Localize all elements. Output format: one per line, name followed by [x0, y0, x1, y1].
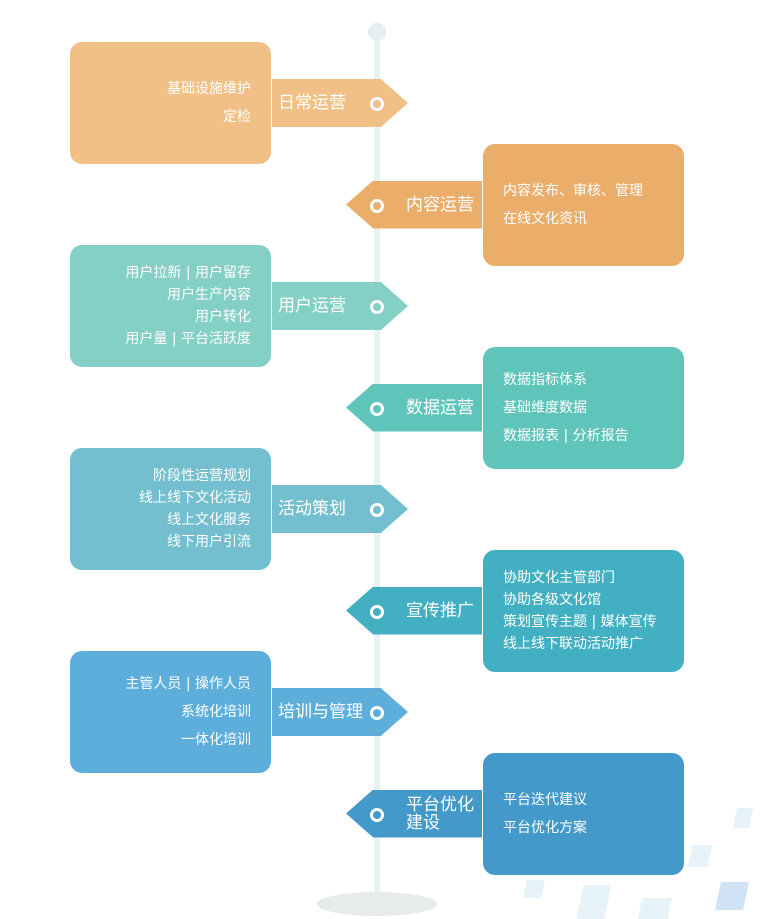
- category-title: 数据运营: [406, 397, 474, 418]
- category-tag: 宣传推广: [346, 586, 482, 635]
- detail-line: 用户转化: [195, 309, 251, 325]
- detail-line: 阶段性运营规划: [153, 468, 251, 484]
- timeline-node-icon: [370, 503, 384, 517]
- timeline-node-icon: [370, 807, 384, 822]
- decoration: [715, 882, 749, 910]
- detail-line: 线上文化服务: [167, 512, 251, 528]
- decoration: [732, 808, 754, 828]
- detail-line: 基础设施维护: [167, 81, 251, 97]
- detail-box: 主管人员 | 操作人员系统化培训一体化培训: [70, 651, 271, 773]
- category-tag: 平台优化建设: [346, 789, 482, 838]
- category-title: 宣传推广: [406, 600, 474, 621]
- timeline-node-icon: [370, 604, 384, 619]
- detail-box: 平台迭代建议平台优化方案: [483, 752, 684, 875]
- category-title-line: 建设: [406, 812, 440, 833]
- category-tag: 活动策划: [272, 485, 408, 533]
- detail-line: 用户生产内容: [167, 287, 251, 303]
- timeline-node-icon: [370, 198, 384, 213]
- detail-line: 系统化培训: [181, 704, 251, 720]
- category-title: 平台优化建设: [406, 796, 474, 832]
- category-tag: 内容运营: [346, 180, 482, 229]
- detail-box: 用户拉新 | 用户留存用户生产内容用户转化用户量 | 平台活跃度: [70, 245, 271, 367]
- category-title: 培训与管理: [278, 702, 363, 722]
- timeline-node-icon: [370, 706, 384, 720]
- detail-box: 协助文化主管部门协助各级文化馆策划宣传主题 | 媒体宣传线上线下联动活动推广: [483, 549, 684, 672]
- detail-line: 平台迭代建议: [503, 791, 587, 808]
- decoration: [637, 898, 673, 919]
- category-tag: 培训与管理: [272, 688, 408, 736]
- detail-line: 主管人员 | 操作人员: [125, 676, 251, 692]
- timeline-base-shadow: [317, 892, 437, 916]
- decoration: [687, 845, 713, 867]
- category-title: 活动策划: [278, 499, 346, 519]
- detail-box: 数据指标体系基础维度数据数据报表 | 分析报告: [483, 346, 684, 469]
- category-title-line: 平台优化: [406, 794, 474, 815]
- detail-line: 策划宣传主题 | 媒体宣传: [503, 613, 657, 630]
- detail-line: 线下用户引流: [167, 534, 251, 550]
- timeline-node-icon: [370, 401, 384, 416]
- detail-line: 定检: [223, 109, 251, 125]
- detail-line: 用户量 | 平台活跃度: [125, 331, 251, 347]
- category-title: 用户运营: [278, 296, 346, 316]
- detail-line: 协助文化主管部门: [503, 569, 615, 586]
- detail-box: 阶段性运营规划线上线下文化活动线上文化服务线下用户引流: [70, 448, 271, 570]
- detail-line: 在线文化资讯: [503, 210, 587, 227]
- detail-line: 数据指标体系: [503, 371, 587, 388]
- detail-box: 基础设施维护定检: [70, 42, 271, 164]
- detail-line: 内容发布、审核、管理: [503, 182, 643, 199]
- category-tag: 数据运营: [346, 383, 482, 432]
- timeline-node-icon: [370, 300, 384, 314]
- detail-line: 用户拉新 | 用户留存: [125, 265, 251, 281]
- detail-line: 数据报表 | 分析报告: [503, 427, 629, 444]
- detail-line: 一体化培训: [181, 732, 251, 748]
- category-tag: 用户运营: [272, 282, 408, 330]
- category-tag: 日常运营: [272, 79, 408, 127]
- timeline-node-icon: [370, 97, 384, 111]
- category-title: 内容运营: [406, 194, 474, 215]
- detail-line: 基础维度数据: [503, 399, 587, 416]
- decoration: [576, 885, 612, 919]
- detail-line: 线上线下联动活动推广: [503, 635, 643, 652]
- timeline-top-knob: [368, 23, 386, 41]
- detail-box: 内容发布、审核、管理在线文化资讯: [483, 143, 684, 266]
- timeline-spine: [374, 32, 380, 894]
- category-title: 日常运营: [278, 93, 346, 113]
- detail-line: 平台优化方案: [503, 819, 587, 836]
- detail-line: 线上线下文化活动: [139, 490, 251, 506]
- detail-line: 协助各级文化馆: [503, 591, 601, 608]
- decoration: [523, 880, 545, 898]
